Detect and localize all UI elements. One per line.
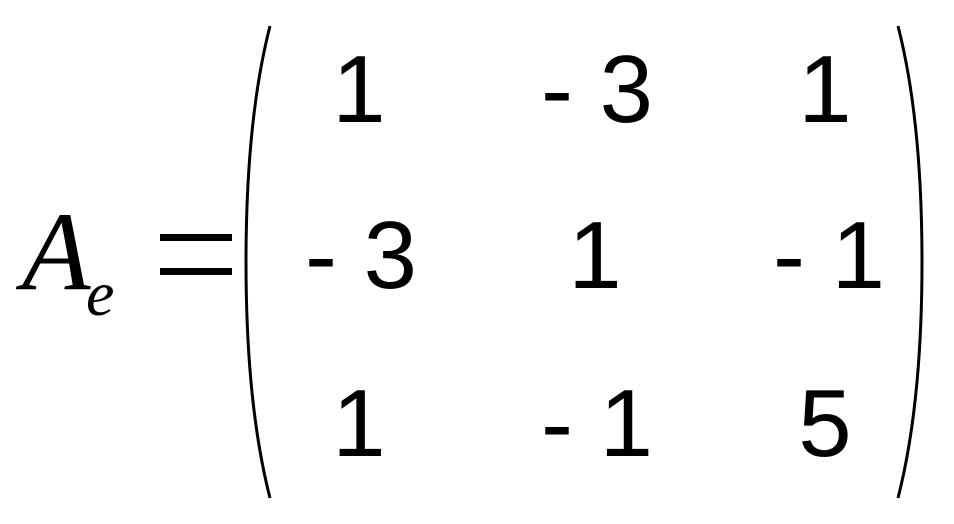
equals-sign bbox=[160, 234, 232, 276]
matrix-cell-r2-c1: - 3 bbox=[304, 202, 418, 309]
equals-bar-top bbox=[160, 234, 232, 241]
equals-bar-bottom bbox=[160, 268, 232, 275]
matrix-cell-r1-c2: - 3 bbox=[540, 36, 654, 143]
matrix-cell-r2-c3: - 1 bbox=[772, 202, 886, 309]
matrix-cell-r3-c1: 1 bbox=[332, 370, 386, 477]
matrix-subscript: e bbox=[86, 258, 115, 329]
left-parenthesis bbox=[244, 25, 272, 499]
matrix-symbol: A bbox=[22, 190, 91, 314]
matrix-cell-r2-c2: 1 bbox=[568, 202, 622, 309]
matrix-cell-r1-c1: 1 bbox=[332, 36, 386, 143]
right-parenthesis bbox=[896, 25, 924, 499]
matrix-cell-r3-c3: 5 bbox=[798, 370, 852, 477]
matrix-cell-r3-c2: - 1 bbox=[540, 370, 654, 477]
matrix-cell-r1-c3: 1 bbox=[798, 36, 852, 143]
